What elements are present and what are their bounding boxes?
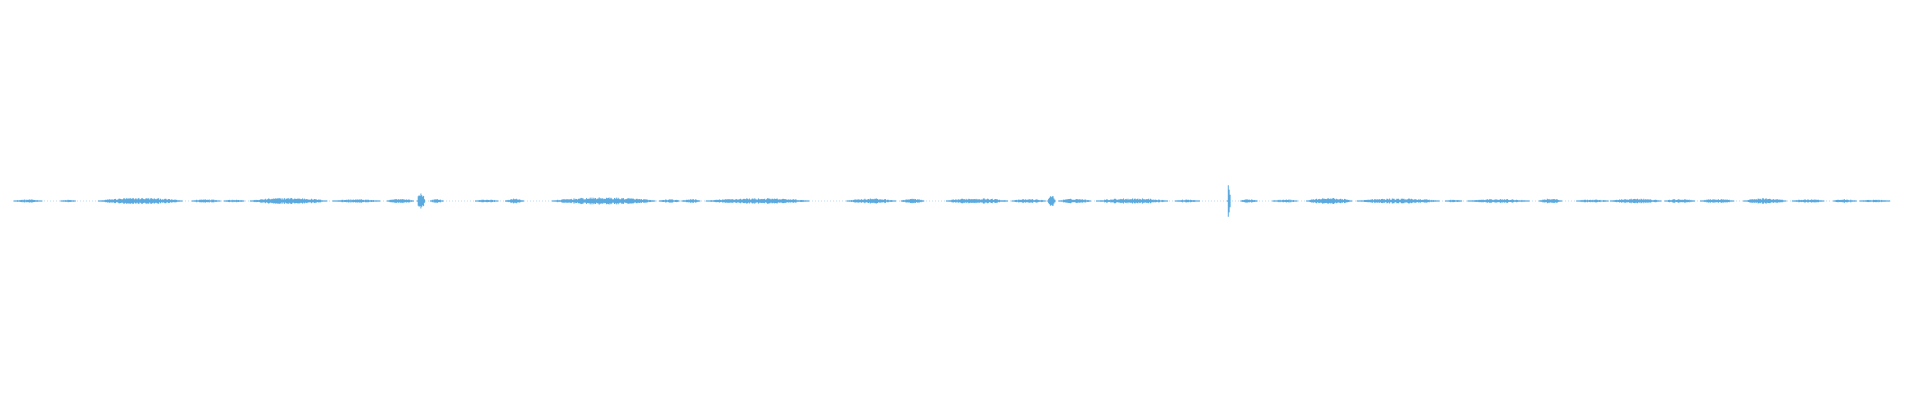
waveform-segment (416, 193, 425, 209)
waveform-segment (1467, 199, 1530, 203)
waveform-segment (846, 198, 896, 204)
waveform-segment (386, 199, 414, 203)
waveform-segment (900, 198, 925, 204)
waveform-segment (1240, 199, 1258, 203)
waveform-segment (1011, 199, 1046, 203)
waveform-segment (1791, 199, 1825, 203)
waveform-segment (1058, 198, 1091, 204)
waveform-segment (223, 199, 245, 203)
waveform-segment (681, 199, 701, 203)
waveform-segment (1700, 199, 1735, 203)
waveform-segment (332, 199, 381, 203)
waveform-segment (1356, 198, 1440, 204)
waveform-segment (505, 198, 524, 204)
waveform-segment (551, 197, 656, 205)
waveform-segment (249, 198, 328, 204)
waveform-segment (430, 199, 444, 203)
waveform-segment (1743, 198, 1787, 204)
waveform-segment (1833, 199, 1857, 203)
waveform-segment (1576, 199, 1609, 203)
waveform-segment (1096, 198, 1169, 204)
waveform-segment (60, 199, 76, 203)
waveform-segment (1306, 198, 1353, 204)
waveform-segment (1538, 198, 1563, 204)
waveform-segment (1047, 196, 1056, 206)
waveform-segment (1226, 185, 1231, 217)
waveform-segment (475, 199, 499, 203)
waveform-segment (945, 198, 1009, 204)
waveform-segment (1272, 199, 1298, 203)
waveform-segment (1664, 199, 1696, 203)
waveform-segment (191, 199, 221, 203)
waveform-segment (97, 198, 183, 204)
waveform-segment (1174, 199, 1200, 203)
waveform-segment (1610, 198, 1662, 204)
waveform-segment (658, 199, 680, 203)
waveform-segment (1444, 199, 1463, 203)
waveform-segment (705, 198, 810, 204)
waveform-segment (1859, 199, 1891, 203)
waveform-segment (13, 199, 43, 203)
